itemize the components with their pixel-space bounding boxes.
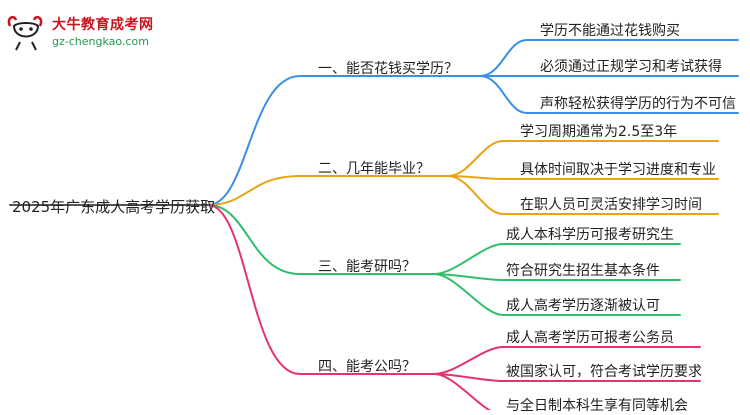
site-logo: 大牛教育成考网 gz-chengkao.com: [4, 10, 184, 56]
branch-label: 三、能考研吗？: [318, 259, 416, 275]
leaf-label: 声称轻松获得学历的行为不可信: [540, 96, 736, 112]
leaf-label: 成人高考学历逐渐被认可: [506, 298, 660, 314]
logo-name: 大牛教育成考网: [52, 17, 154, 33]
branch-label: 一、能否花钱买学历？: [318, 61, 458, 77]
leaf-connector: [433, 243, 681, 275]
branch-connector: [207, 75, 481, 206]
leaf-label: 被国家认可，符合考试学历要求: [506, 364, 702, 380]
leaf-label: 符合研究生招生基本条件: [506, 263, 660, 279]
leaf-connector: [479, 39, 739, 77]
leaf-connector: [433, 373, 701, 382]
leaf-connector: [433, 273, 681, 281]
leaf-label: 与全日制本科生享有同等机会: [506, 398, 688, 414]
branch-connector: [207, 175, 449, 206]
root-node: 2025年广东成人高考学历获取: [12, 198, 216, 216]
branch-label: 二、几年能毕业？: [318, 161, 430, 177]
logo-url: gz-chengkao.com: [52, 35, 149, 48]
leaf-connector: [433, 373, 492, 410]
leaf-connector: [447, 140, 719, 177]
leaf-connector: [433, 273, 681, 316]
leaf-label: 成人本科学历可报考研究生: [506, 227, 674, 243]
leaf-label: 学历不能通过花钱购买: [540, 23, 680, 39]
leaf-label: 必须通过正规学习和考试获得: [540, 59, 722, 75]
leaf-label: 在职人员可灵活安排学习时间: [520, 197, 702, 213]
bull-logo-icon: [7, 15, 43, 51]
leaf-connector: [447, 175, 719, 215]
leaf-label: 成人高考学历可报考公务员: [506, 330, 674, 346]
leaf-connector: [479, 75, 739, 114]
leaf-label: 具体时间取决于学习进度和专业: [520, 162, 716, 178]
leaf-label: 学习周期通常为2.5至3年: [520, 124, 678, 140]
leaf-connector: [433, 346, 701, 375]
branch-connector: [207, 204, 435, 275]
branch-connector: [207, 204, 435, 375]
branch-label: 四、能考公吗？: [318, 359, 416, 375]
